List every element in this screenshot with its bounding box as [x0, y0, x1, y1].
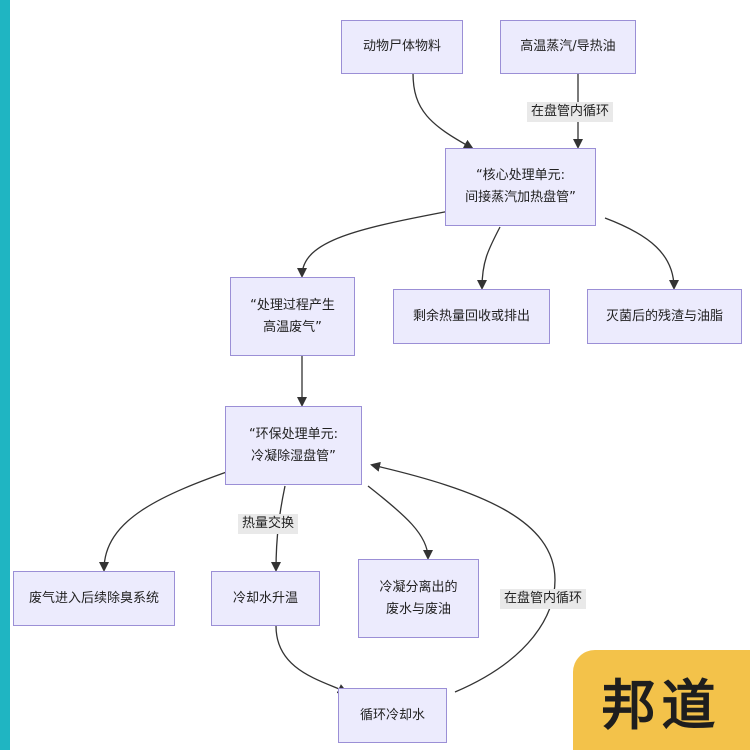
node-steam-oil: 高温蒸汽/导热油	[500, 20, 636, 74]
edge-carcass-to-core	[412, 72, 474, 149]
edge-label-in-coil-top: 在盘管内循环	[527, 102, 614, 122]
edge-label-in-coil-bottom: 在盘管内循环	[500, 589, 587, 609]
edge-env-to-deodor	[99, 467, 239, 572]
brand-logo-text: 邦道	[601, 673, 722, 737]
edge-core-to-recovery	[477, 226, 501, 290]
edge-core-to-gas	[297, 209, 456, 278]
node-residue: 灭菌后的残渣与油脂	[587, 289, 742, 344]
node-process-gas: “处理过程产生 高温废气”	[230, 277, 355, 356]
brand-logo: 邦道	[573, 650, 750, 750]
node-env-unit: “环保处理单元: 冷凝除湿盘管”	[225, 406, 362, 485]
node-heat-recovery: 剩余热量回收或排出	[393, 289, 550, 344]
node-condensate: 冷凝分离出的 废水与废油	[358, 559, 479, 638]
edge-cooling-to-circ	[275, 625, 348, 694]
edge-core-to-residue	[604, 217, 679, 290]
node-circ-water: 循环冷却水	[338, 688, 447, 743]
node-animal-carcass: 动物尸体物料	[341, 20, 463, 74]
node-core-unit: “核心处理单元: 间接蒸汽加热盘管”	[445, 148, 596, 226]
edge-env-to-condensate	[367, 485, 433, 560]
edge-circ-to-env	[370, 461, 556, 693]
flow-edges	[99, 72, 679, 694]
node-cooling-heat: 冷却水升温	[211, 571, 320, 626]
node-deodor: 废气进入后续除臭系统	[13, 571, 175, 626]
edge-label-heat-exchange: 热量交换	[238, 514, 299, 534]
